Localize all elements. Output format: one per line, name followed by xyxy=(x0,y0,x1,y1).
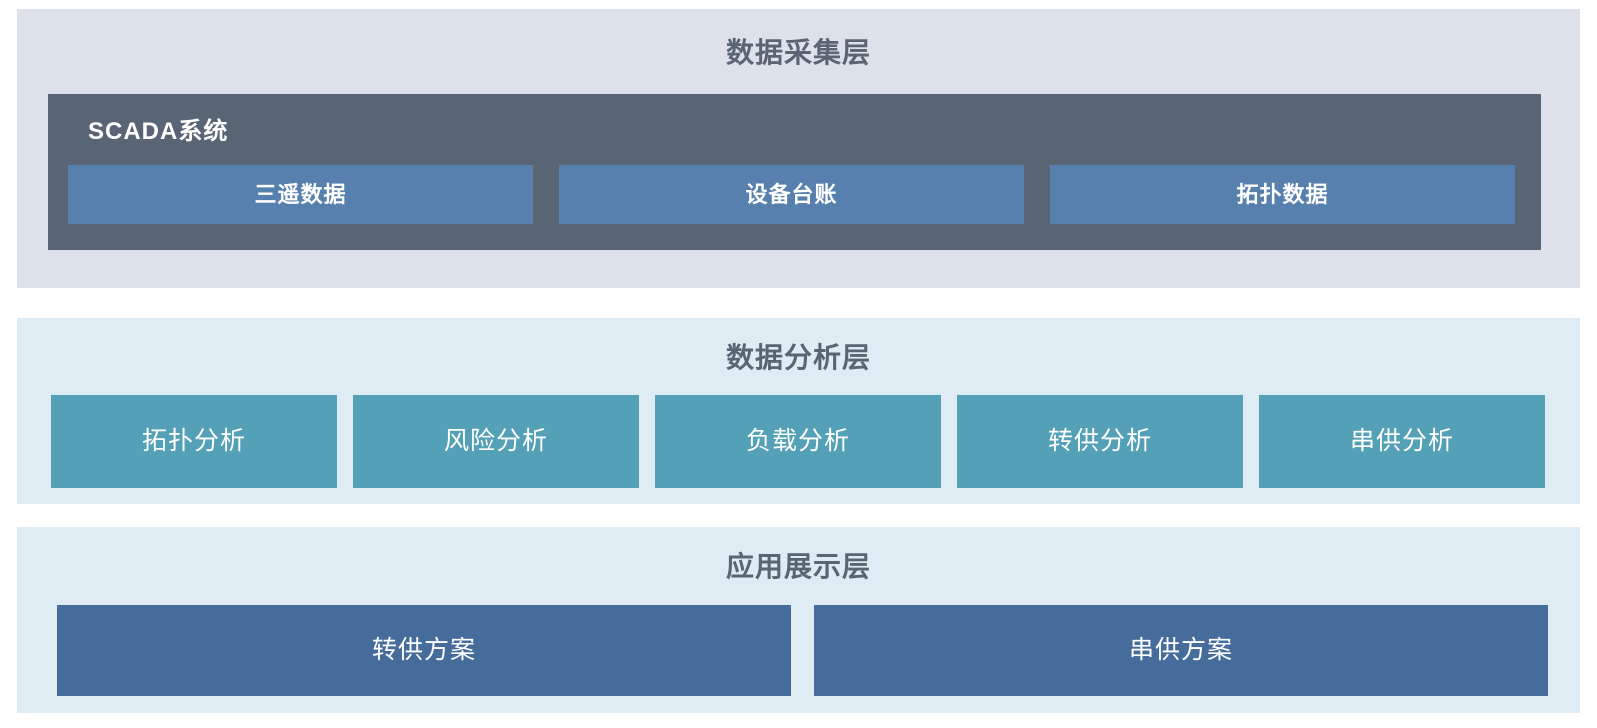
analysis-box-row: 拓扑分析 风险分析 负载分析 转供分析 串供分析 xyxy=(51,395,1545,488)
scada-title: SCADA系统 xyxy=(88,118,229,145)
layer-title-application-display: 应用展示层 xyxy=(725,551,871,582)
layer-title-data-collection: 数据采集层 xyxy=(725,37,871,68)
box-telemetry-data: 三遥数据 xyxy=(68,165,533,224)
box-series-supply-plan: 串供方案 xyxy=(814,605,1548,696)
box-topology-data: 拓扑数据 xyxy=(1050,165,1515,224)
layer-data-analysis: 数据分析层 拓扑分析 风险分析 负载分析 转供分析 串供分析 xyxy=(17,318,1580,504)
scada-box-row: 三遥数据 设备台账 拓扑数据 xyxy=(68,165,1515,224)
box-series-supply-analysis: 串供分析 xyxy=(1259,395,1545,488)
box-topology-analysis: 拓扑分析 xyxy=(51,395,337,488)
layer-title-data-analysis: 数据分析层 xyxy=(725,342,871,373)
box-device-ledger: 设备台账 xyxy=(559,165,1024,224)
box-risk-analysis: 风险分析 xyxy=(353,395,639,488)
box-load-analysis: 负载分析 xyxy=(655,395,941,488)
box-transfer-supply-plan: 转供方案 xyxy=(57,605,791,696)
layer-data-collection: 数据采集层 SCADA系统 三遥数据 设备台账 拓扑数据 xyxy=(17,9,1580,288)
scada-panel: SCADA系统 三遥数据 设备台账 拓扑数据 xyxy=(48,94,1541,250)
box-transfer-supply-analysis: 转供分析 xyxy=(957,395,1243,488)
application-box-row: 转供方案 串供方案 xyxy=(57,605,1548,696)
layer-application-display: 应用展示层 转供方案 串供方案 xyxy=(17,527,1580,713)
